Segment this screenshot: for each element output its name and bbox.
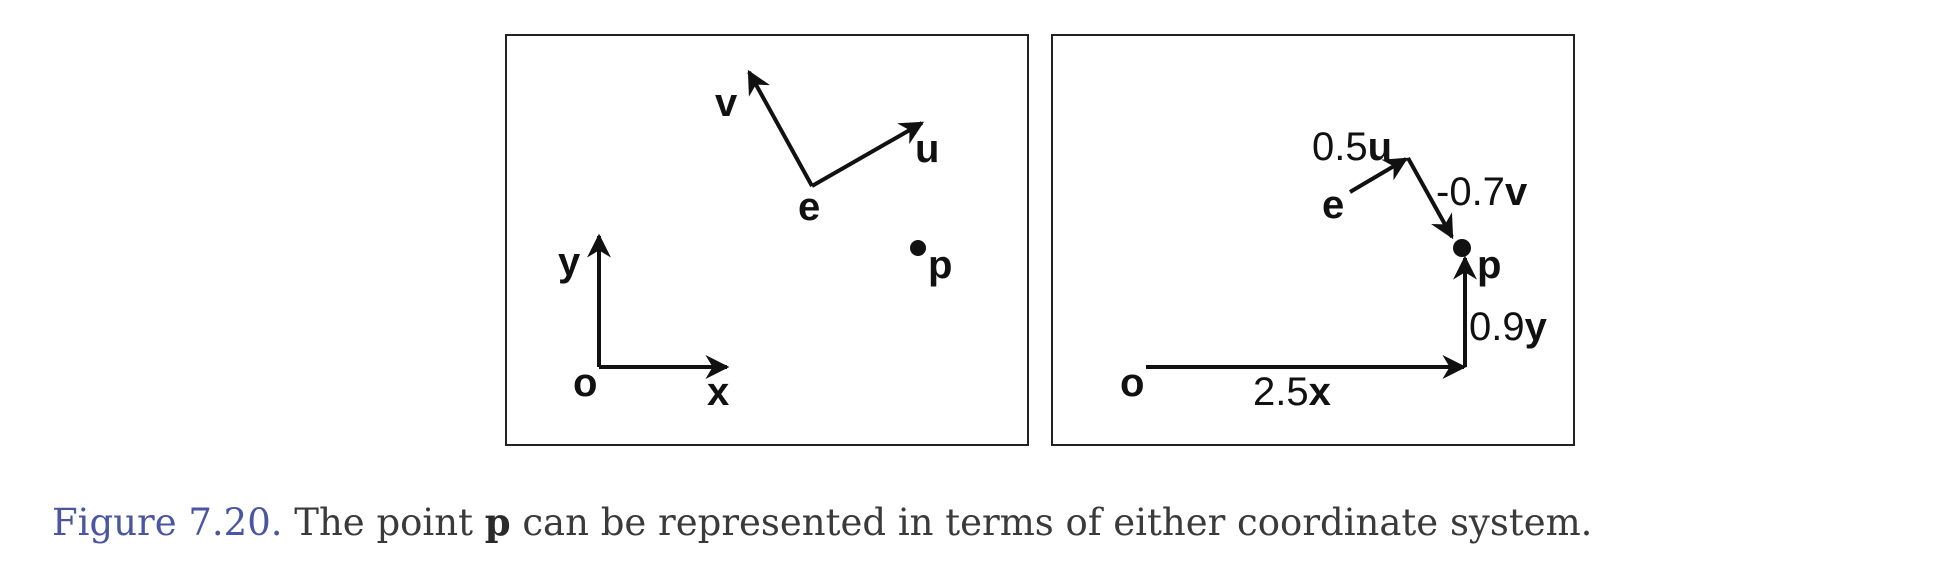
- left-u-arrow: [811, 121, 925, 188]
- right-label-y: 0.9y: [1469, 305, 1548, 349]
- right-label-y-coef: 0.9: [1469, 305, 1525, 349]
- right-label-p: p: [1477, 243, 1501, 287]
- right-label-x: 2.5x: [1253, 370, 1331, 414]
- right-label-half-u: 0.5u: [1312, 125, 1392, 169]
- right-label-x-coef: 2.5: [1253, 370, 1309, 414]
- right-label-y-var: y: [1525, 305, 1548, 349]
- left-label-v: v: [715, 81, 738, 125]
- left-point-p: [910, 240, 926, 256]
- figure-caption-bold-term: p: [484, 500, 511, 544]
- figure-caption: Figure 7.20. The point p can be represen…: [52, 500, 1592, 544]
- figure-caption-text-after: can be represented in terms of either co…: [510, 501, 1593, 544]
- left-label-o: o: [573, 361, 597, 405]
- right-panel-frame: [1051, 34, 1575, 446]
- right-neg-v-arrow: [1406, 157, 1454, 240]
- left-label-e: e: [798, 185, 820, 229]
- left-panel: v u e p y o x: [505, 34, 1029, 446]
- figure-caption-label: Figure 7.20.: [52, 501, 283, 544]
- figure-caption-text-before: The point: [282, 501, 485, 544]
- left-label-p: p: [928, 243, 952, 287]
- left-label-u: u: [915, 127, 939, 171]
- right-label-neg-v-var: v: [1505, 170, 1528, 214]
- right-label-e: e: [1322, 183, 1344, 227]
- left-label-y: y: [558, 240, 581, 284]
- right-label-x-var: x: [1309, 370, 1331, 414]
- right-label-neg-v: -0.7v: [1436, 170, 1528, 214]
- right-half-u-arrow: [1348, 157, 1409, 194]
- left-label-x: x: [707, 370, 729, 414]
- right-panel: 0.5u e -0.7v p 0.9y o 2.5x: [1051, 34, 1575, 446]
- right-label-half-u-coef: 0.5: [1312, 125, 1368, 169]
- right-point-p: [1453, 239, 1471, 257]
- right-label-half-u-var: u: [1368, 125, 1392, 169]
- left-v-arrow: [747, 69, 814, 187]
- right-label-neg-v-coef: -0.7: [1436, 170, 1505, 214]
- right-label-o: o: [1120, 361, 1144, 405]
